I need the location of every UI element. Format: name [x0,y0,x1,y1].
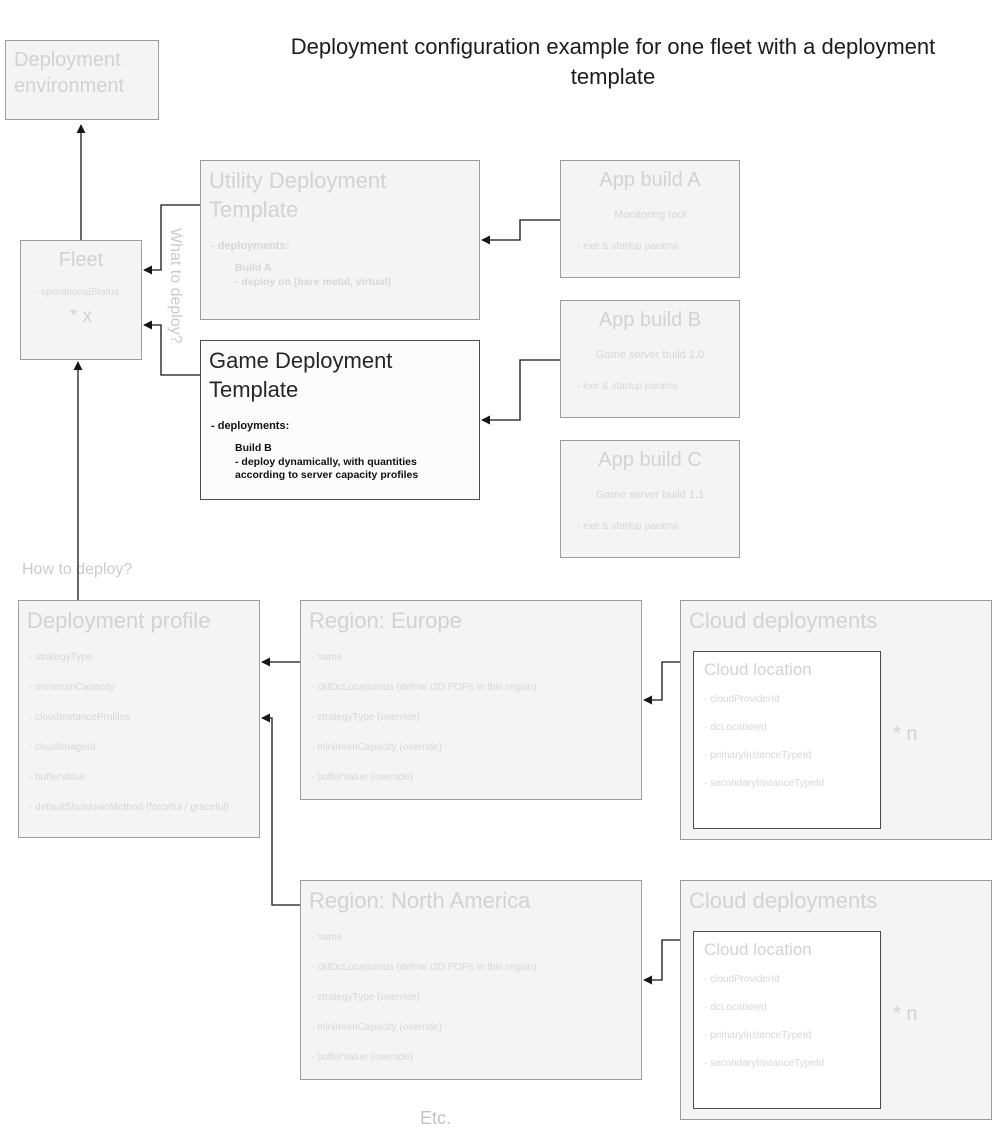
field-label: - cloudProviderId [704,694,780,705]
node-app-build-c: App build C Game server build 1.1 - exe … [560,440,740,558]
field-label: - bufferValue (override) [311,771,413,783]
field-list: - cloudProviderId - dcLocationId - prima… [694,974,880,1069]
node-title: Game Deployment Template [209,348,393,402]
diagram-title: Deployment configuration example for one… [290,34,936,89]
node-subtitle: Game server build 1.1 [595,489,705,501]
node-title: Cloud deployments [689,608,878,633]
multiplicity-label: * x [69,306,93,327]
field-label: - minimumCapacity [29,681,115,693]
node-subtitle: Game server build 1.0 [595,349,705,361]
detail-line: Build A [235,262,272,275]
node-title: Deployment environment [14,49,125,97]
node-title: Fleet [58,249,104,271]
what-to-deploy-label: What to deploy? [167,228,184,344]
field-label: - strategyType (override) [311,991,420,1003]
multiplicity-label: * n [893,723,918,745]
field-label: - dcLocationId [704,1002,767,1013]
node-title: App build B [598,309,702,331]
node-title: Deployment profile [27,608,211,633]
node-region-europe: Region: Europe - name - i3dDcLocationIds… [300,600,642,800]
detail-line: - deploy on [bare metal, virtual] [235,275,391,288]
node-title: App build C [598,449,702,471]
field-label: - exe & startup params [577,241,679,252]
field-label: - bufferValue (override) [311,1051,413,1063]
detail-line: Build B [235,442,272,455]
node-title: App build A [599,169,701,191]
field-label: - i3dDcLocationIds (define i3D POPs in t… [311,961,537,973]
field-label: - defaultShutdownMethod (forceful / grac… [29,801,230,813]
deployment-details: Build A - deploy on [bare metal, virtual… [201,262,479,289]
field-label: - strategyType [29,651,93,663]
node-cloud-location: Cloud location - cloudProviderId - dcLoc… [693,651,881,829]
node-cloud-deployments-2: Cloud deployments Cloud location - cloud… [680,880,992,1120]
arrow-app-build-a-to-utility-template [481,219,560,245]
field-label: - primaryInstanceTypeId [704,750,812,761]
node-title: Cloud deployments [689,888,878,913]
field-label: - operationalStatus [35,287,119,298]
node-title: Cloud location [704,940,812,959]
arrow-region-north-america-to-deployment-profile [261,713,300,906]
node-game-deployment-template: Game Deployment Template - deployments: … [200,340,480,500]
field-label: - name [311,651,343,663]
node-app-build-b: App build B Game server build 1.0 - exe … [560,300,740,418]
node-deployment-environment: Deployment environment [5,40,159,120]
field-list: - name - i3dDcLocationIds (define i3D PO… [301,652,641,783]
field-label: - i3dDcLocationIds (define i3D POPs in t… [311,681,537,693]
field-list: - cloudProviderId - dcLocationId - prima… [694,694,880,789]
field-label: - secondaryInstanceTypeId [704,778,825,789]
field-label: - minimumCapacity (override) [311,741,443,753]
field-label: - exe & startup params [577,381,679,392]
field-label: - cloudProviderId [704,974,780,985]
node-title: Region: North America [309,888,531,913]
node-fleet: Fleet - operationalStatus * x [20,240,142,360]
how-to-deploy-label: How to deploy? [22,561,133,578]
node-title: Utility Deployment Template [209,168,387,222]
detail-line: - deploy dynamically, with quantities [235,455,417,468]
node-cloud-deployments-1: Cloud deployments Cloud location - cloud… [680,600,992,840]
field-list: - strategyType - minimumCapacity - cloud… [19,652,259,813]
etc-label: Etc. [420,1108,452,1128]
arrow-app-build-b-to-game-template [481,359,560,425]
field-label: - minimumCapacity (override) [311,1021,443,1033]
node-utility-deployment-template: Utility Deployment Template - deployment… [200,160,480,320]
node-app-build-a: App build A Monitoring tool - exe & star… [560,160,740,278]
arrow-cloud-deployments-2-to-region-north-america [643,939,680,985]
deployments-label: - deployments: [211,420,290,433]
field-label: - exe & startup params [577,521,679,532]
node-cloud-location: Cloud location - cloudProviderId - dcLoc… [693,931,881,1109]
field-label: - cloudInstanceProfiles [29,711,131,723]
field-label: - primaryInstanceTypeId [704,1030,812,1041]
detail-line: according to server capacity profiles [235,469,419,482]
multiplicity-label: * n [893,1003,918,1025]
deployment-details: Build B - deploy dynamically, with quant… [201,442,479,483]
field-label: - strategyType (override) [311,711,420,723]
field-label: - dcLocationId [704,722,767,733]
node-title: Region: Europe [309,608,462,633]
node-region-north-america: Region: North America - name - i3dDcLoca… [300,880,642,1080]
deployments-label: - deployments: [211,240,290,253]
field-label: - cloudImageId [29,741,96,753]
field-label: - name [311,931,343,943]
node-title: Cloud location [704,660,812,679]
arrow-cloud-deployments-1-to-region-europe [643,661,680,705]
node-deployment-profile: Deployment profile - strategyType - mini… [18,600,260,838]
node-subtitle: Monitoring tool [613,209,687,221]
field-list: - name - i3dDcLocationIds (define i3D PO… [301,932,641,1063]
field-label: - secondaryInstanceTypeId [704,1058,825,1069]
field-label: - bufferValue [29,771,86,783]
